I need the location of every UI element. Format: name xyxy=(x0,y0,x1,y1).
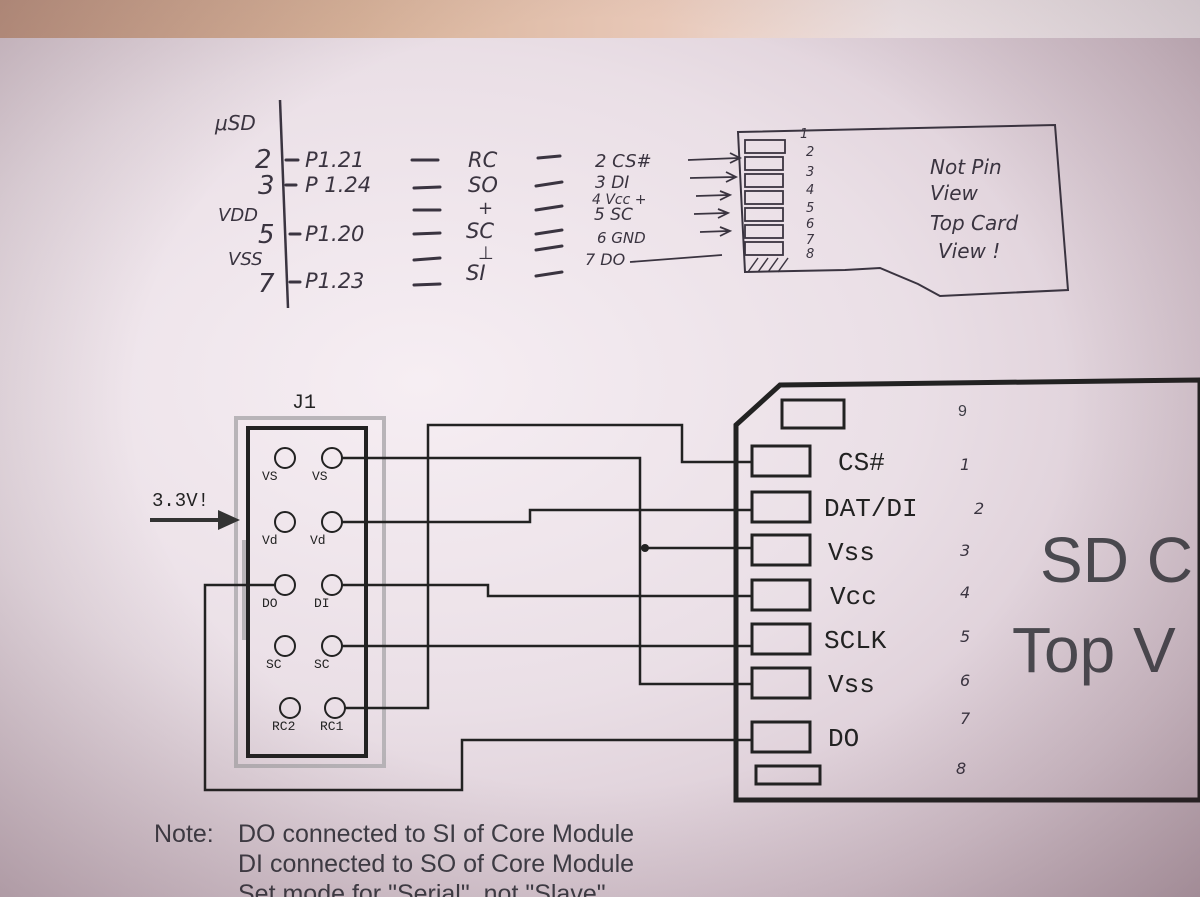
hand-func: SI xyxy=(466,261,486,285)
j1-pin-labels: VS VS Vd Vd DO DI SC SC RC2 RC1 xyxy=(262,469,344,734)
svg-text:SC: SC xyxy=(266,657,282,672)
hand-card-note-line: View xyxy=(930,181,979,205)
svg-text:DO: DO xyxy=(828,724,859,754)
svg-text:Vcc: Vcc xyxy=(830,582,877,612)
note-line: DO connected to SI of Core Module xyxy=(238,820,634,848)
hand-vcc-row: 4 Vcc + xyxy=(592,192,647,208)
handwritten-notes: μSD VDD VSS 2 P1.21 RC 2 CS# 3 P 1.24 SO… xyxy=(214,99,1070,309)
svg-text:CS#: CS# xyxy=(838,448,885,478)
svg-text:5: 5 xyxy=(806,201,814,216)
hand-port: P 1.24 xyxy=(305,173,371,197)
j1-pin-circles xyxy=(274,447,346,719)
hand-card-pads xyxy=(744,139,786,256)
note-line: DI connected to SO of Core Module xyxy=(238,850,634,878)
svg-text:7: 7 xyxy=(960,709,971,728)
svg-text:4: 4 xyxy=(960,583,970,602)
svg-text:6: 6 xyxy=(806,217,814,232)
wires xyxy=(203,423,752,792)
svg-text:Vss: Vss xyxy=(828,538,875,568)
j1-label: J1 xyxy=(292,392,316,415)
sd-pin-numbers: 1 2 3 4 5 6 7 8 xyxy=(956,455,984,778)
hand-vertical-line xyxy=(278,99,290,309)
hand-card-hatch xyxy=(747,257,789,273)
svg-text:1: 1 xyxy=(800,127,808,142)
hand-card-note-line: View ! xyxy=(938,239,1000,263)
hand-func: SC xyxy=(466,219,494,243)
note: Note: DO connected to SI of Core Module … xyxy=(154,820,634,897)
supply-label: 3.3V! xyxy=(152,490,209,512)
hand-arrows xyxy=(629,152,743,263)
hand-plus: + xyxy=(478,198,493,219)
hand-sd-pin: 5 SC xyxy=(594,205,633,225)
hand-sd-pin: 3 DI xyxy=(595,173,629,193)
hand-vss: VSS xyxy=(228,249,263,270)
svg-text:5: 5 xyxy=(960,627,970,646)
sd-title-line: SD C xyxy=(1040,524,1193,596)
note-line: Set mode for "Serial", not "Slave" xyxy=(238,880,606,897)
hand-port: P1.21 xyxy=(305,148,364,172)
svg-text:Vss: Vss xyxy=(828,670,875,700)
hand-gnd-row: 6 GND xyxy=(597,229,646,247)
svg-text:2: 2 xyxy=(806,145,814,160)
svg-text:VS: VS xyxy=(312,469,328,484)
svg-text:2: 2 xyxy=(974,499,984,518)
hand-card-note-line: Top Card xyxy=(930,211,1018,235)
hand-dashes xyxy=(284,154,564,287)
hand-sd-pin: 7 DO xyxy=(585,250,625,269)
hand-card-outline xyxy=(736,123,1070,298)
sd-pin-number: 9 xyxy=(958,403,967,420)
svg-text:DAT/DI: DAT/DI xyxy=(824,494,918,524)
svg-text:VS: VS xyxy=(262,469,278,484)
svg-text:SC: SC xyxy=(314,657,330,672)
svg-text:RC2: RC2 xyxy=(272,719,295,734)
hand-pin-num: 7 xyxy=(258,269,275,299)
hand-sd-pin: 2 CS# xyxy=(595,151,652,172)
svg-text:3: 3 xyxy=(806,165,814,180)
svg-text:DI: DI xyxy=(314,596,330,611)
paper-sheet xyxy=(0,38,1200,897)
svg-text:3: 3 xyxy=(960,541,970,560)
hand-func: SO xyxy=(468,173,498,197)
svg-text:6: 6 xyxy=(960,671,970,690)
svg-text:8: 8 xyxy=(956,759,966,778)
hand-port: P1.23 xyxy=(305,269,364,293)
hand-pin-num: 5 xyxy=(258,220,275,250)
svg-text:1: 1 xyxy=(960,455,970,474)
svg-text:Vd: Vd xyxy=(310,533,326,548)
j1-outer-box xyxy=(234,416,386,768)
svg-text:RC1: RC1 xyxy=(320,719,344,734)
sd-card-outline xyxy=(733,377,1200,803)
svg-text:SCLK: SCLK xyxy=(824,626,887,656)
hand-card-note-line: Not Pin xyxy=(930,155,1002,179)
svg-text:4: 4 xyxy=(806,183,814,198)
svg-text:Vd: Vd xyxy=(262,533,278,548)
hand-header: μSD xyxy=(214,111,256,135)
j1-connector xyxy=(246,426,368,758)
hand-minus: ⊥ xyxy=(478,243,494,264)
hand-port: P1.20 xyxy=(305,222,364,246)
sd-pin-labels: CS# DAT/DI Vss Vcc SCLK Vss DO xyxy=(824,448,918,754)
hand-pin-num: 3 xyxy=(258,171,275,201)
svg-text:DO: DO xyxy=(262,596,278,611)
note-prefix: Note: xyxy=(154,820,214,848)
svg-text:7: 7 xyxy=(806,233,815,248)
sd-pad-9 xyxy=(780,398,846,430)
hand-pin-num: 2 xyxy=(255,145,272,175)
hand-card-pin-numbers: 1 2 3 4 5 6 7 8 xyxy=(800,127,815,262)
sd-title-line: Top V xyxy=(1012,614,1176,686)
junction-dot xyxy=(641,544,649,552)
hand-vdd: VDD xyxy=(218,205,258,226)
svg-text:8: 8 xyxy=(806,247,814,262)
sd-pads xyxy=(750,444,822,786)
schematic: J1 3.3V! VS VS Vd Vd DO DI SC SC RC2 RC1 xyxy=(150,377,1200,803)
hand-func: RC xyxy=(468,148,498,172)
